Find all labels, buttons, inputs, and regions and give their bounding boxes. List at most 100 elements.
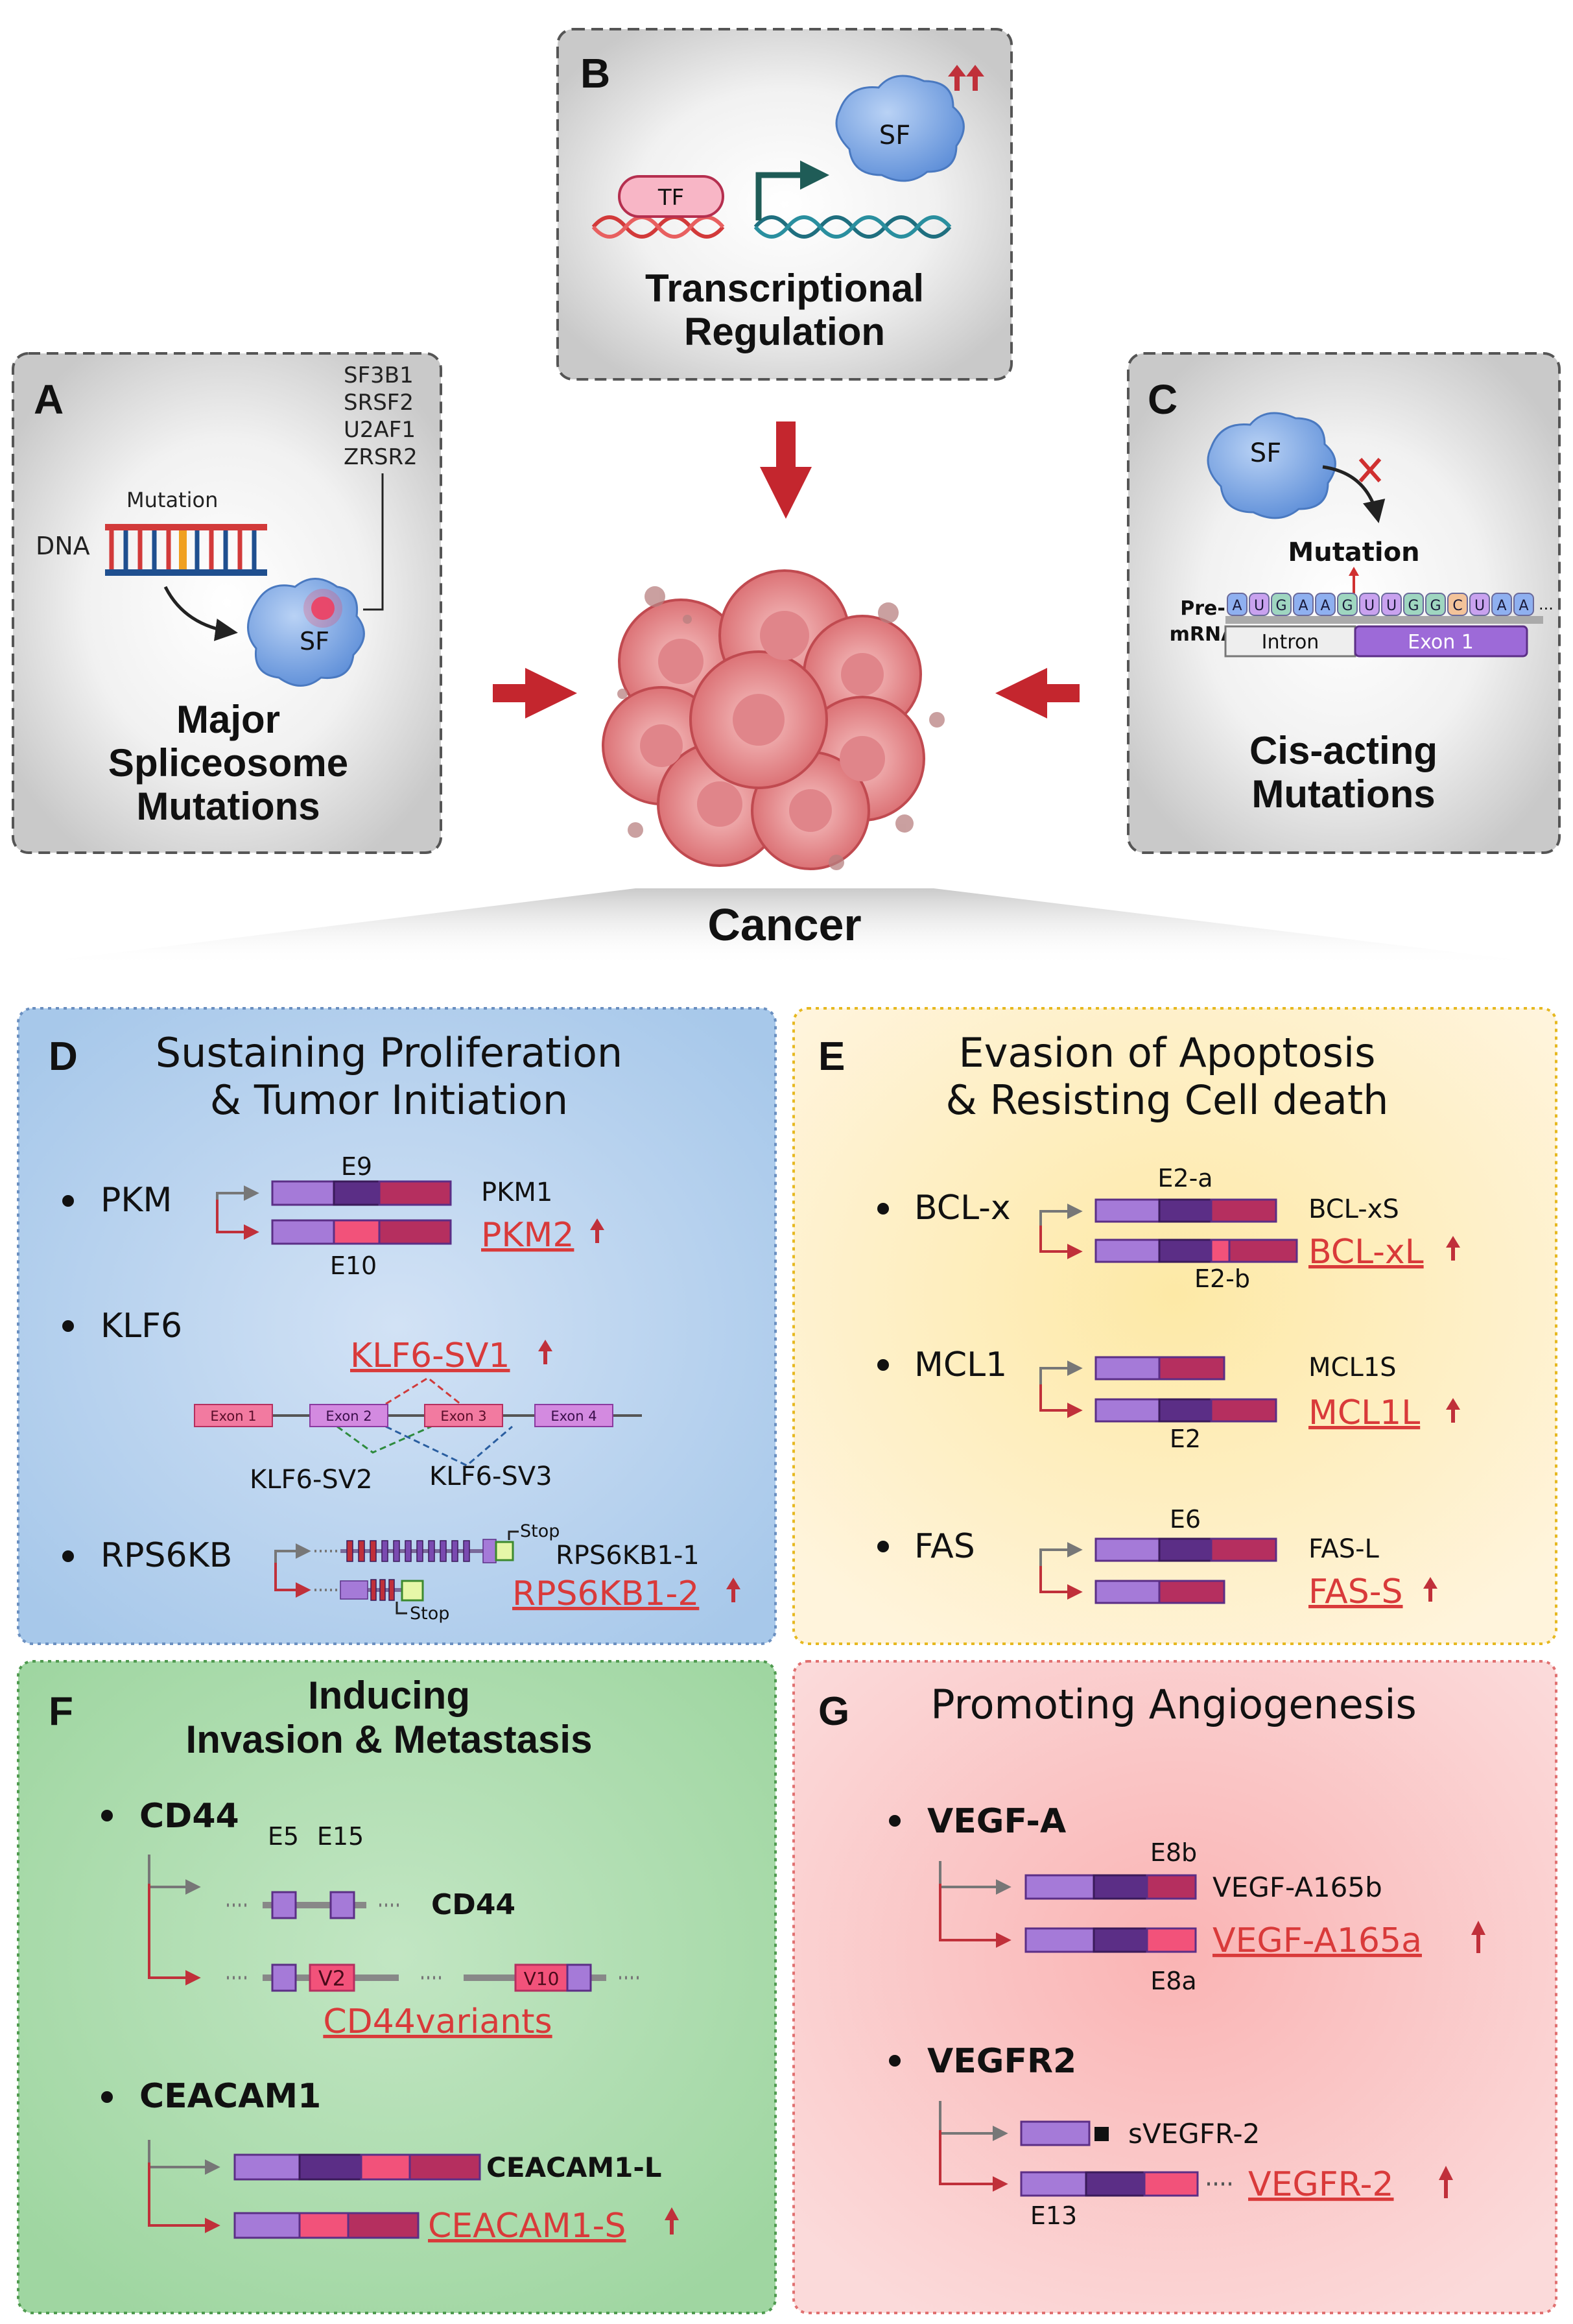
vegfa165a-exon-e8a bbox=[1146, 1927, 1197, 1953]
mcl1-branch-grey bbox=[1039, 1360, 1083, 1388]
panel-e-title-2: & Resisting Cell death bbox=[946, 1076, 1389, 1124]
panel-g-title-1: Promoting Angiogenesis bbox=[930, 1681, 1417, 1728]
rps6kb1-2-exons bbox=[340, 1579, 402, 1601]
panel-c-title-2: Mutations bbox=[1251, 772, 1435, 816]
pkm2-exon-b bbox=[378, 1219, 452, 1245]
nucleotide-tile bbox=[1447, 593, 1468, 616]
nucleotide-label: A bbox=[1496, 598, 1506, 614]
panel-c-title-1: Cis-acting bbox=[1249, 729, 1437, 772]
nucleotide-label: G bbox=[1275, 598, 1286, 614]
bullet-mcl1 bbox=[877, 1359, 889, 1371]
rps6kb1-1-stop-label: Stop bbox=[520, 1521, 560, 1541]
tf-label: TF bbox=[657, 185, 684, 211]
bclxl-exon-a bbox=[1094, 1239, 1161, 1263]
nucleotide-label: U bbox=[1364, 598, 1375, 614]
up-arrow-icon-bclxl bbox=[1446, 1236, 1460, 1261]
gene-vegfr2: VEGFR2 bbox=[927, 2042, 1076, 2081]
nucleotide-tile bbox=[1359, 593, 1380, 616]
panel-g: G Promoting Angiogenesis VEGF-A E8b E8a … bbox=[792, 1660, 1557, 2314]
mutation-label-c: Mutation bbox=[1288, 538, 1419, 567]
ceacam1l-exon-b bbox=[298, 2153, 362, 2181]
nucleotide-tile bbox=[1403, 593, 1424, 616]
vegfa165b-exon-e8b bbox=[1146, 1874, 1197, 1900]
rps6kb-branch-grey bbox=[274, 1543, 311, 1566]
bullet-ceacam1 bbox=[101, 2091, 113, 2103]
gene-ceacam1: CEACAM1 bbox=[139, 2077, 321, 2116]
vegfr2-exon-c bbox=[1143, 2171, 1199, 2197]
klf6-exon4-box bbox=[534, 1404, 613, 1427]
bclxl-exon-e2b bbox=[1210, 1239, 1231, 1263]
vegfa-exon-e8b: E8b bbox=[1150, 1838, 1197, 1867]
cd44v-v10-box bbox=[514, 1963, 569, 1992]
rps6kb-exon-tick bbox=[451, 1540, 458, 1562]
cd44v-exon-e5-box bbox=[271, 1963, 297, 1992]
klf6-exon2-box bbox=[309, 1404, 388, 1427]
gene-fas: FAS bbox=[914, 1527, 975, 1566]
bclx-branch-grey bbox=[1039, 1204, 1083, 1229]
rps6kb1-1-stop-tick bbox=[508, 1530, 519, 1540]
rps6kb-exon-tick bbox=[393, 1540, 400, 1562]
mutation-marker-tip bbox=[1349, 567, 1359, 576]
block-x-icon bbox=[1358, 458, 1382, 482]
up-arrow-icon-rps6kb bbox=[726, 1578, 740, 1602]
gene-pkm: PKM bbox=[101, 1181, 172, 1220]
intron-label: Intron bbox=[1262, 631, 1319, 654]
dna-label: DNA bbox=[36, 532, 90, 560]
rps6kb-exon-tick bbox=[379, 1579, 386, 1601]
panel-a-title-1: Major bbox=[176, 698, 280, 741]
nucleotide-label: A bbox=[1519, 598, 1528, 614]
panel-a-title-3: Mutations bbox=[136, 785, 320, 828]
up-arrow-icon-pkm2 bbox=[590, 1218, 604, 1243]
iso-rps6kb1-2: RPS6KB1-2 bbox=[512, 1574, 699, 1613]
panel-f-letter: F bbox=[49, 1689, 73, 1734]
bullet-bclx bbox=[877, 1203, 889, 1215]
pre-mrna-label-1: Pre- bbox=[1180, 597, 1225, 620]
pkm1-exon-a bbox=[271, 1180, 335, 1206]
nucleotide-label: G bbox=[1408, 598, 1419, 614]
bclxl-exon-b bbox=[1228, 1239, 1298, 1263]
cancer-label: Cancer bbox=[707, 899, 861, 950]
nucleotide-tile bbox=[1425, 593, 1446, 616]
panel-b-letter: B bbox=[580, 50, 610, 97]
bullet-klf6 bbox=[62, 1320, 74, 1332]
panel-d-letter: D bbox=[49, 1034, 78, 1079]
iso-vegfr2: VEGFR-2 bbox=[1248, 2165, 1394, 2204]
mcl1s-exon-a bbox=[1094, 1356, 1161, 1381]
cd44-branch-red bbox=[148, 1884, 201, 1986]
vegfr2-exon-e13 bbox=[1085, 2171, 1146, 2197]
rps6kb-exon-tick bbox=[463, 1540, 470, 1562]
cd44v-exon-e15-box bbox=[566, 1963, 592, 1992]
big-arrow-right bbox=[493, 668, 577, 718]
rps6kb-exon-tick bbox=[346, 1540, 353, 1562]
nucleotide-label: A bbox=[1298, 598, 1308, 614]
fass-exon-b bbox=[1158, 1580, 1225, 1604]
bclxs-exon-b bbox=[1210, 1198, 1277, 1223]
panel-d-title-2: & Tumor Initiation bbox=[210, 1076, 568, 1124]
gene-zrsr2: ZRSR2 bbox=[344, 444, 418, 470]
iso-cd44: CD44 bbox=[431, 1888, 515, 1921]
cancer-fan-shadow bbox=[6, 888, 1569, 966]
fas-branch-grey bbox=[1039, 1542, 1083, 1569]
cd44v-v2-box bbox=[309, 1963, 355, 1992]
rps6kb-exon-tick bbox=[416, 1540, 423, 1562]
big-arrow-down bbox=[760, 421, 812, 519]
rps6kb1-1-exons bbox=[340, 1539, 497, 1563]
iso-bclxs: BCL-xS bbox=[1308, 1194, 1399, 1224]
vegfa-branch-red bbox=[939, 1884, 1011, 1948]
nucleotide-tile bbox=[1315, 593, 1336, 616]
pkm1-exon-e9 bbox=[333, 1180, 381, 1206]
dna-helix-icon bbox=[591, 215, 952, 239]
bclxs-exon-e2a bbox=[1158, 1198, 1212, 1223]
iso-pkm2: PKM2 bbox=[481, 1216, 574, 1255]
panel-g-letter: G bbox=[818, 1689, 849, 1734]
nucleotide-label: A bbox=[1232, 598, 1242, 614]
gene-sf3b1: SF3B1 bbox=[344, 362, 414, 388]
panel-c-letter: C bbox=[1148, 376, 1177, 423]
rps6kb-exon-tick bbox=[405, 1540, 412, 1562]
bclx-exon-e2b: E2-b bbox=[1194, 1264, 1250, 1293]
gene-u2af1: U2AF1 bbox=[344, 417, 416, 443]
ceacam1l-exon-a bbox=[233, 2153, 301, 2181]
rps6kb1-2-stop-label: Stop bbox=[410, 1604, 449, 1624]
gene-mcl1: MCL1 bbox=[914, 1346, 1007, 1384]
